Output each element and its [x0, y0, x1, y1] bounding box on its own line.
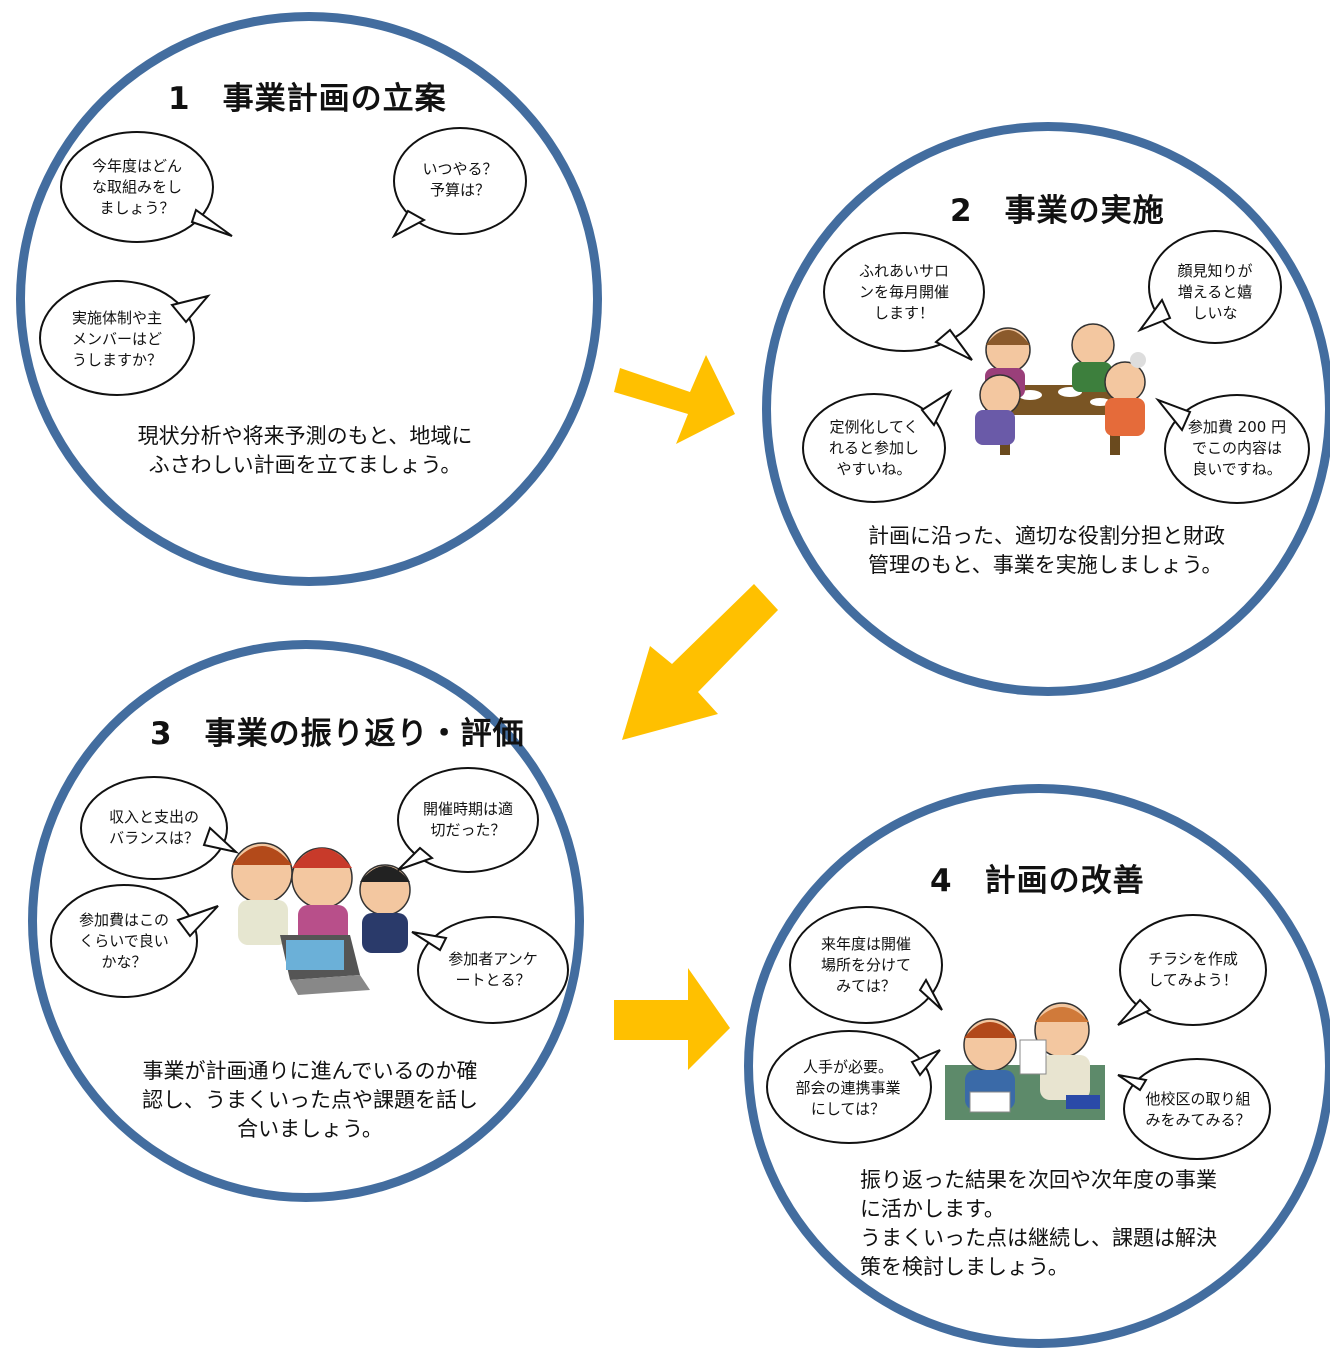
stage-4-bubble-2: チラシを作成 してみよう！ [1148, 950, 1238, 989]
stage-1-description: 現状分析や将来予測のもと、地域に ふさわしい計画を立てましょう。 [137, 424, 473, 477]
stage-2-bubble-1: ふれあいサロ ンを毎月開催 します！ [858, 261, 949, 322]
stage-1-title: 1 事業計画の立案 [168, 81, 447, 117]
stage-2-title: 2 事業の実施 [950, 193, 1165, 229]
stage-3-bubble-4: 参加者アンケ ートとる？ [448, 950, 538, 989]
stage-3-circle [28, 640, 584, 1202]
stage-4-bubble-3: 人手が必要。 部会の連携事業 にしては？ [795, 1057, 901, 1118]
stage-3-bubble-3: 参加費はこの くらいで良い かな？ [78, 910, 169, 971]
stage-2-bubble-3: 定例化してく れると参加し やすいね。 [828, 417, 919, 478]
stage-4-bubble-4: 他校区の取り組 みをみてみる？ [1145, 1090, 1251, 1129]
stage-1-bubble-3: 実施体制や主 メンバーはど うしますか？ [71, 308, 162, 369]
stage-2-circle [762, 122, 1330, 696]
stage-2-description: 計画に沿った、適切な役割分担と財政 管理のもと、事業を実施しましょう。 [868, 524, 1225, 577]
arrow-3-to-4 [614, 968, 730, 1070]
stage-4-bubble-1: 来年度は開催 場所を分けて みては？ [820, 934, 911, 995]
stage-4-circle [744, 784, 1330, 1348]
arrow-2-to-3 [622, 584, 778, 740]
stage-3-bubble-1: 収入と支出の バランスは？ [108, 808, 199, 847]
stage-4-title: 4 計画の改善 [930, 863, 1145, 899]
stage-2-bubble-4: 参加費 200 円 でこの内容は 良いですね。 [1187, 417, 1287, 478]
stage-1-bubble-1: 今年度はどん な取組みをし ましょう？ [91, 156, 182, 217]
stage-3-title: 3 事業の振り返り・評価 [150, 716, 525, 752]
arrow-1-to-2 [614, 355, 735, 444]
stage-3-bubble-2: 開催時期は適 切だった？ [422, 800, 513, 839]
stage-4-description: 振り返った結果を次回や次年度の事業 に活かします。 うまくいった点は継続し、課題… [860, 1168, 1217, 1279]
stage-3-description: 事業が計画通りに進んでいるのか確 認し、うまくいった点や課題を話し 合いましょう… [142, 1059, 478, 1141]
stage-2-bubble-2: 顔見知りが 増えると嬉 しいな [1177, 261, 1253, 322]
stage-1-bubble-2: いつやる？ 予算は？ [422, 160, 498, 199]
